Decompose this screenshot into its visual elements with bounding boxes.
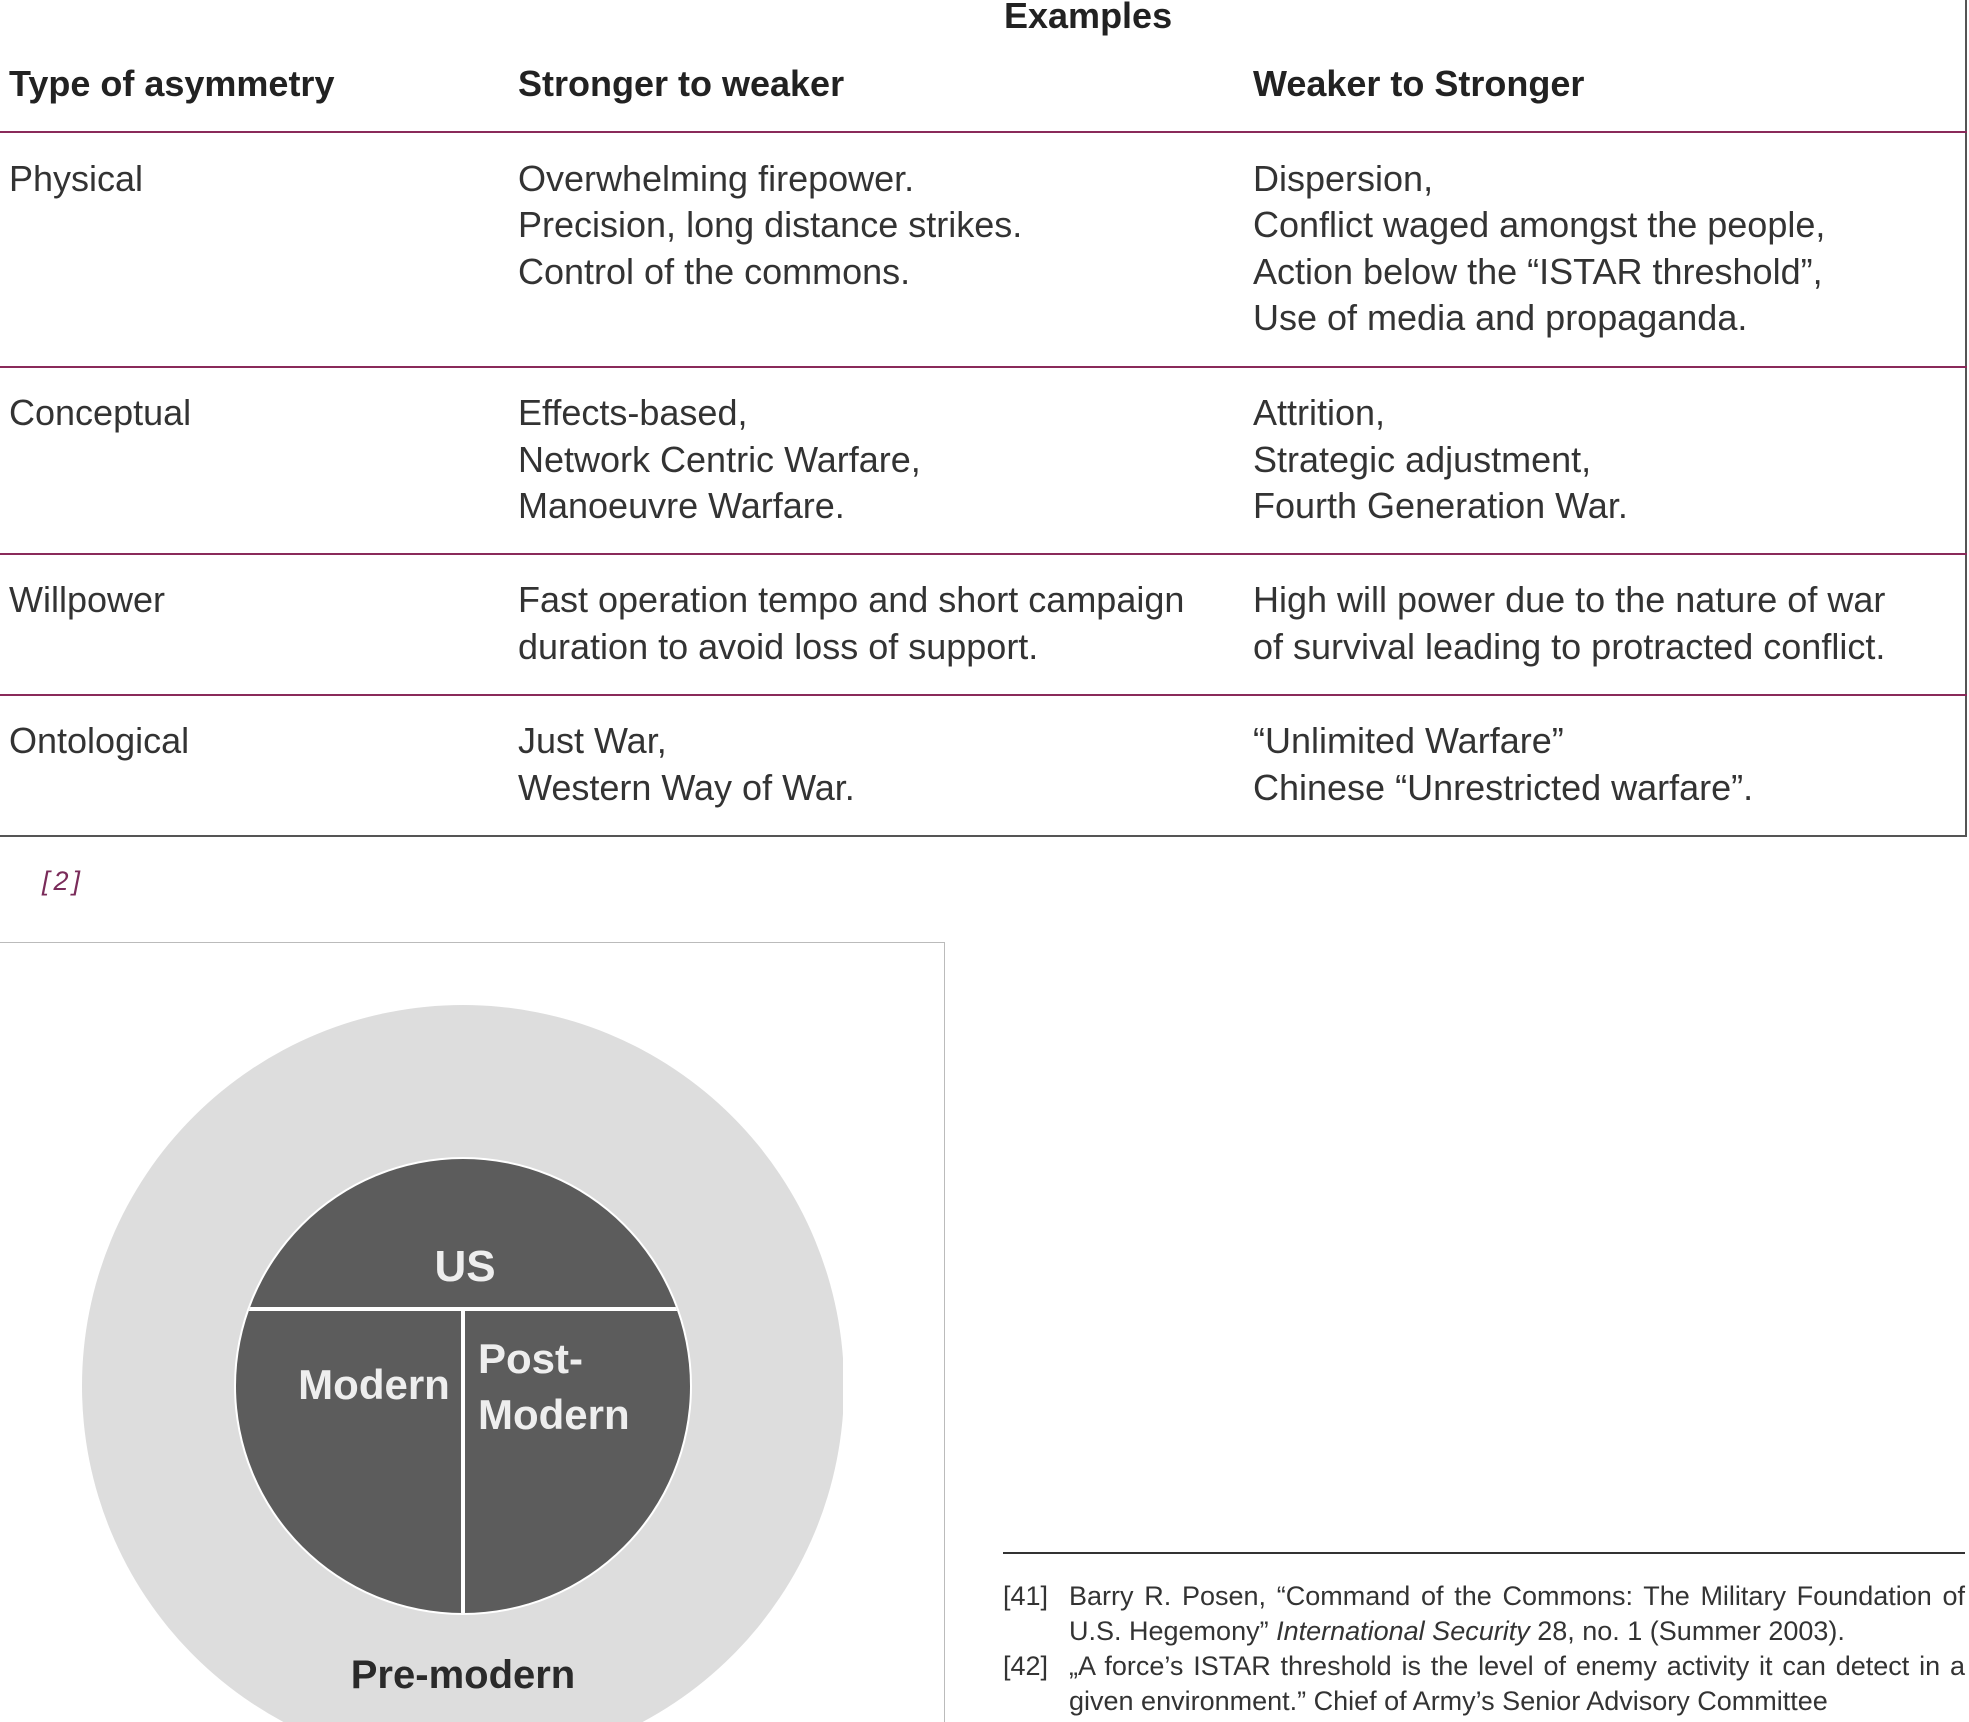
concentric-circle-diagram: US Modern Post- Modern Pre-modern: [82, 1005, 843, 1722]
post-modern-label-line2: Modern: [478, 1391, 630, 1438]
cell-weaker-line: Attrition,: [1253, 392, 1386, 433]
row-separator: [0, 131, 1967, 133]
footnote-41: [41] Barry R. Posen, “Command of the Com…: [1003, 1579, 1965, 1649]
cell-weaker-line: High will power due to the nature of war: [1253, 579, 1886, 620]
cell-weaker-line: Conflict waged amongst the people,: [1253, 204, 1826, 245]
table-group-header: Examples: [1004, 0, 1173, 36]
column-header-stronger: Stronger to weaker: [518, 63, 845, 104]
figure-frame: US Modern Post- Modern Pre-modern: [0, 942, 945, 1722]
column-header-weaker: Weaker to Stronger: [1253, 63, 1585, 104]
footnote-text: Barry R. Posen, “Command of the Commons:…: [1069, 1579, 1965, 1649]
footnote-number: [42]: [1003, 1651, 1049, 1681]
divider-horizontal: [236, 1307, 690, 1311]
asymmetry-table: Examples Type of asymmetry Stronger to w…: [0, 0, 1967, 837]
row-type-physical: Physical: [9, 158, 144, 199]
pre-modern-label: Pre-modern: [351, 1653, 576, 1697]
cell-weaker-line: Dispersion,: [1253, 158, 1434, 199]
footnote-text-before: Barry R. Posen, “Command of the Commons:…: [1069, 1581, 1965, 1646]
row-separator: [0, 694, 1967, 696]
cell-stronger-line: Just War,: [518, 720, 667, 761]
row-type-willpower: Willpower: [9, 579, 166, 620]
footnote-42: [42] „A force’s ISTAR threshold is the l…: [1003, 1649, 1965, 1719]
cell-weaker-line: Use of media and propaganda.: [1253, 297, 1748, 338]
cell-stronger-line: Manoeuvre Warfare.: [518, 485, 845, 526]
cell-weaker-line: “Unlimited Warfare”: [1253, 720, 1564, 761]
modern-label: Modern: [298, 1361, 450, 1408]
footnote-number: [41]: [1003, 1581, 1049, 1611]
cell-stronger-line: Control of the commons.: [518, 251, 911, 292]
cell-weaker-line: of survival leading to protracted confli…: [1253, 626, 1886, 667]
row-type-conceptual: Conceptual: [9, 392, 192, 433]
cell-weaker-line: Chinese “Unrestricted warfare”.: [1253, 767, 1754, 808]
cell-stronger-line: duration to avoid loss of support.: [518, 626, 1039, 667]
us-label: US: [434, 1242, 495, 1291]
divider-vertical: [461, 1307, 465, 1613]
row-separator: [0, 553, 1967, 555]
cell-weaker-line: Strategic adjustment,: [1253, 439, 1592, 480]
citation-link[interactable]: [2]: [42, 866, 85, 896]
cell-stronger-line: Overwhelming firepower.: [518, 158, 915, 199]
footnote-text-after: 28, no. 1 (Summer 2003).: [1529, 1616, 1845, 1646]
cell-stronger-line: Fast operation tempo and short campaign: [518, 579, 1185, 620]
footnote-journal: International Security: [1276, 1616, 1530, 1646]
column-header-type: Type of asymmetry: [9, 63, 335, 104]
cell-stronger-line: Precision, long distance strikes.: [518, 204, 1023, 245]
footnote-rule: [1003, 1552, 1965, 1554]
cell-weaker-line: Action below the “ISTAR threshold”,: [1253, 251, 1823, 292]
cell-stronger-line: Western Way of War.: [518, 767, 855, 808]
row-separator: [0, 366, 1967, 368]
row-type-ontological: Ontological: [9, 720, 190, 761]
cell-weaker-line: Fourth Generation War.: [1253, 485, 1628, 526]
cell-stronger-line: Network Centric Warfare,: [518, 439, 921, 480]
cell-stronger-line: Effects-based,: [518, 392, 748, 433]
footnote-text: „A force’s ISTAR threshold is the level …: [1069, 1651, 1965, 1716]
post-modern-label-line1: Post-: [478, 1335, 583, 1382]
